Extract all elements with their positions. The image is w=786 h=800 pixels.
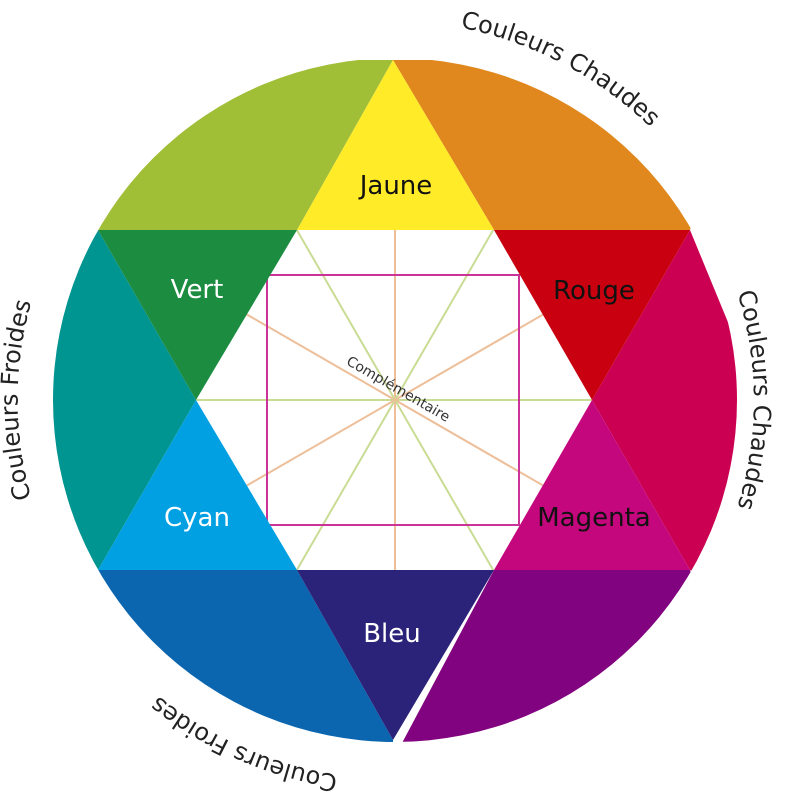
triangle-cyan xyxy=(98,400,297,570)
star-triangles xyxy=(98,60,690,740)
triangle-jaune xyxy=(297,60,494,230)
triangle-magenta xyxy=(494,400,690,570)
primary-labels: Jaune Rouge Magenta Bleu Cyan Vert xyxy=(164,171,651,649)
label-rouge: Rouge xyxy=(553,276,635,306)
outer-segment-teal xyxy=(53,200,196,600)
arc-label-couleurs-froides-left: Couleurs Froides xyxy=(0,296,37,503)
outer-segment-crimson xyxy=(592,230,737,600)
label-jaune: Jaune xyxy=(358,171,433,201)
label-magenta: Magenta xyxy=(537,503,650,533)
triangle-vert xyxy=(98,230,297,400)
triangle-rouge xyxy=(494,230,690,400)
arc-label-couleurs-chaudes-right: Couleurs Chaudes xyxy=(732,287,776,514)
inner-square xyxy=(266,274,520,526)
label-cyan: Cyan xyxy=(164,503,230,533)
label-bleu: Bleu xyxy=(363,619,421,649)
label-vert: Vert xyxy=(171,275,224,305)
triangle-bleu xyxy=(297,570,494,740)
outer-ring xyxy=(53,60,737,742)
